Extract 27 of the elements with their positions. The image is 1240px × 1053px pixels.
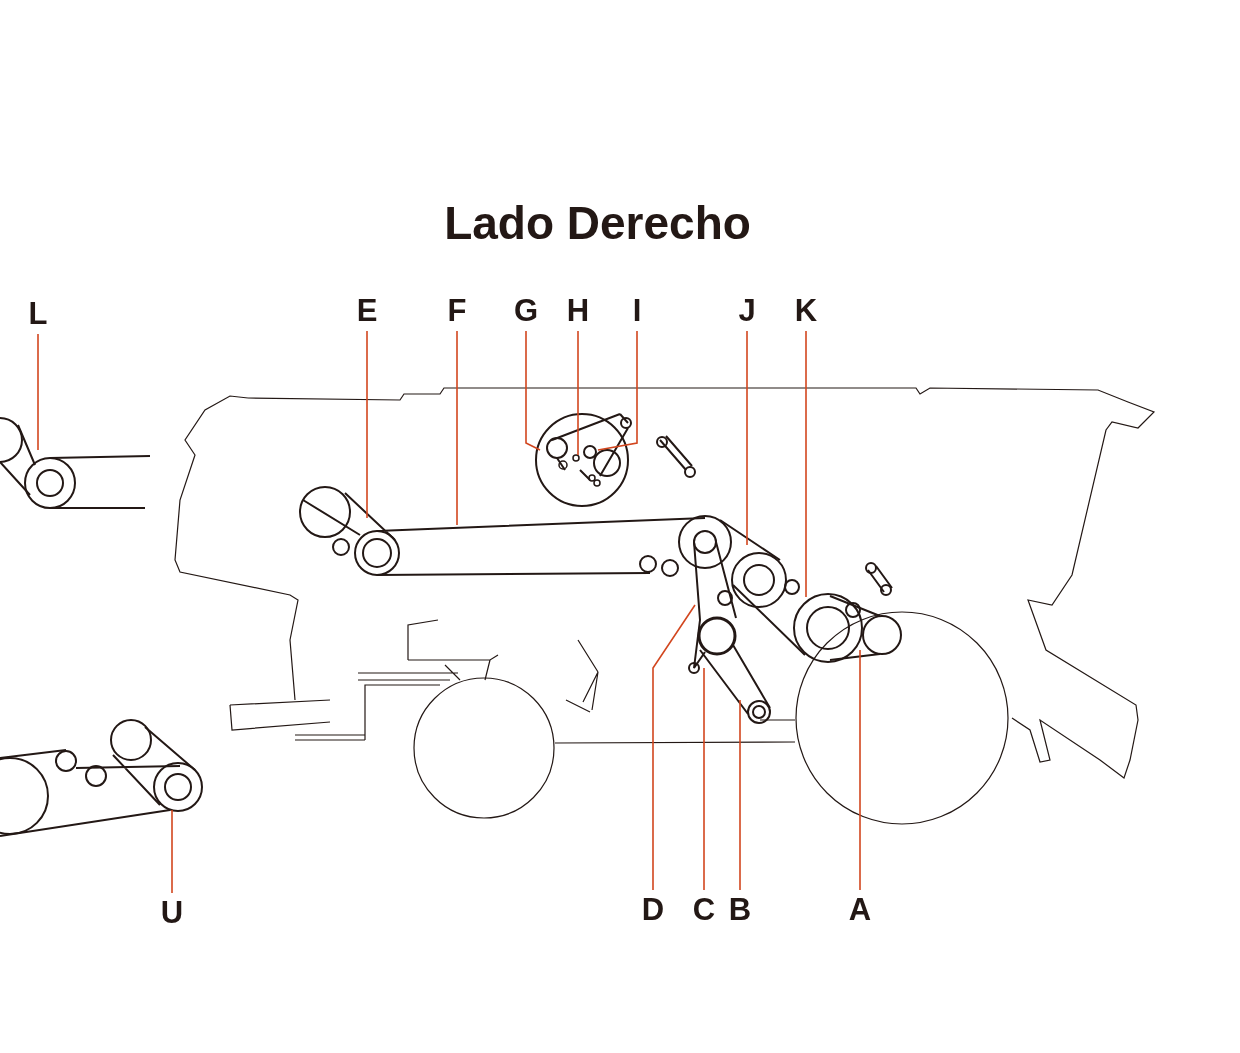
leader-line — [859, 649, 861, 891]
callout-letter: A — [845, 894, 875, 926]
callout-letter: I — [622, 295, 652, 327]
leader-line — [805, 330, 807, 598]
callout-letter: D — [638, 894, 668, 926]
leader-line — [652, 604, 696, 891]
leader-line — [577, 330, 579, 456]
callout-letter: G — [511, 295, 541, 327]
callout-letter: H — [563, 295, 593, 327]
leader-line — [739, 699, 741, 891]
callout-letter: U — [157, 897, 187, 929]
callout-letter: E — [352, 295, 382, 327]
leader-line — [171, 809, 173, 894]
callout-letter: K — [791, 295, 821, 327]
diagram-title: Lado Derecho — [443, 196, 752, 250]
leader-line — [597, 330, 638, 451]
callout-letter: C — [689, 894, 719, 926]
leader-line — [703, 667, 705, 891]
leader-line — [456, 330, 458, 526]
callout-letter: B — [725, 894, 755, 926]
callout-letter: F — [442, 295, 472, 327]
leader-line — [525, 330, 541, 451]
leader-line — [37, 333, 39, 451]
callout-letter: J — [732, 295, 762, 327]
leader-line — [746, 330, 748, 546]
leader-line — [366, 330, 368, 519]
callout-letter: L — [23, 298, 53, 330]
